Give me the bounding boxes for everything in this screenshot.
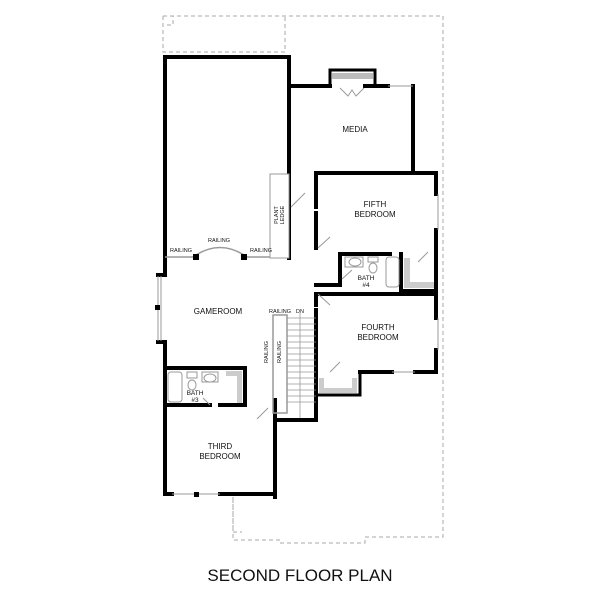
dashed-outline bbox=[162, 15, 444, 544]
railing-label-stair-inner: RAILING bbox=[277, 340, 283, 364]
closets bbox=[226, 73, 434, 403]
railing-label-curved: RAILING bbox=[207, 238, 231, 244]
room-label-gameroom: GAMEROOM bbox=[193, 307, 243, 316]
railings bbox=[165, 173, 290, 414]
doors bbox=[202, 87, 429, 420]
fixtures bbox=[167, 256, 400, 403]
stair-down-label: DN bbox=[296, 309, 304, 315]
room-label-third-bedroom: THIRD BEDROOM bbox=[199, 442, 241, 461]
room-label-fourth-bedroom: FOURTH BEDROOM bbox=[357, 323, 399, 342]
windows bbox=[157, 85, 439, 495]
railing-label-stair-top: RAILING bbox=[268, 309, 292, 315]
room-label-bath-3: BATH #3 bbox=[186, 390, 204, 404]
stairs bbox=[287, 313, 316, 418]
railing-label-right: RAILING bbox=[249, 248, 273, 254]
plant-ledge-label: PLANT LEDGE bbox=[274, 205, 286, 225]
walls bbox=[156, 55, 438, 499]
plan-title: SECOND FLOOR PLAN bbox=[207, 566, 393, 585]
room-label-bath-4: BATH #4 bbox=[357, 275, 375, 289]
room-label-fifth-bedroom: FIFTH BEDROOM bbox=[354, 200, 396, 219]
railing-label-stair-left: RAILING bbox=[264, 340, 270, 364]
room-label-media: MEDIA bbox=[342, 125, 368, 134]
railing-label-left: RAILING bbox=[169, 248, 193, 254]
